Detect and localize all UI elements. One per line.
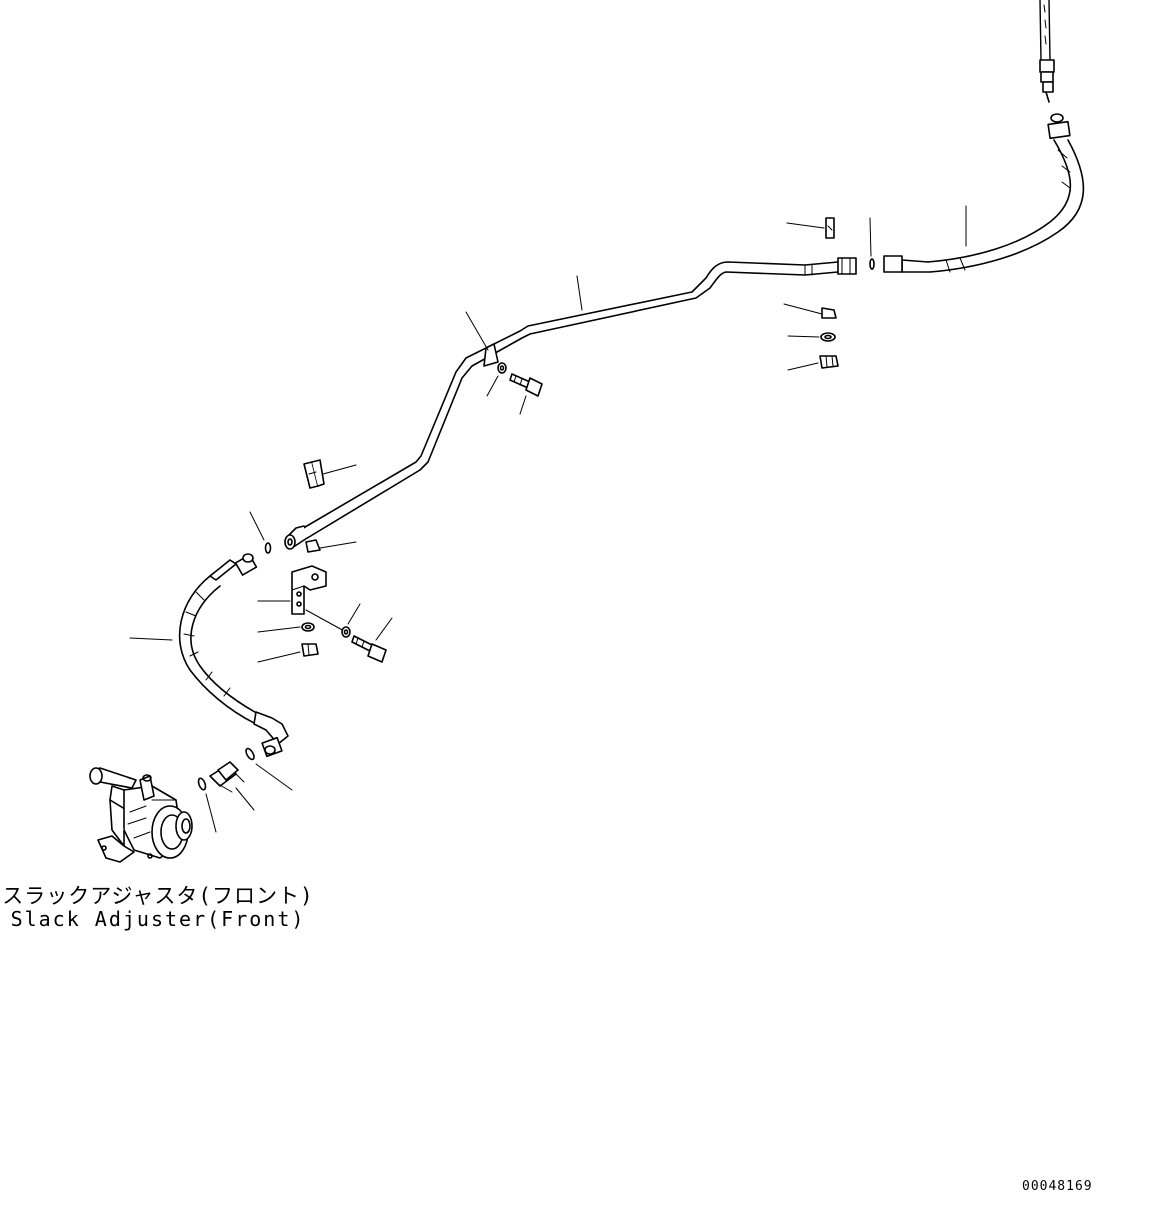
figure-number: 00048169 bbox=[1022, 1179, 1093, 1194]
rear-clamp bbox=[784, 304, 836, 318]
front-clamp bbox=[306, 540, 356, 552]
front-o-ring bbox=[250, 512, 271, 553]
front-clip bbox=[304, 460, 356, 488]
brake-tube bbox=[285, 262, 838, 549]
bracket-nut bbox=[258, 644, 318, 662]
bracket-washer bbox=[258, 623, 314, 632]
caption-japanese: スラックアジャスタ(フロント) bbox=[2, 884, 314, 908]
slack-adjuster bbox=[90, 768, 192, 862]
rear-o-ring bbox=[870, 218, 874, 269]
bracket-lock-washer bbox=[342, 604, 360, 637]
rear-tube-nut bbox=[838, 258, 856, 274]
lower-hose bbox=[130, 554, 288, 756]
elbow-o-ring bbox=[244, 747, 292, 790]
rear-washer bbox=[788, 333, 835, 341]
caption-english: Slack Adjuster(Front) bbox=[10, 907, 306, 931]
adapter-o-ring bbox=[197, 777, 216, 832]
mid-clamp bbox=[466, 312, 498, 366]
mid-bolt bbox=[510, 374, 542, 414]
adapter bbox=[210, 762, 254, 810]
rear-nut bbox=[788, 356, 838, 370]
bracket bbox=[258, 566, 346, 632]
mid-washer bbox=[487, 363, 506, 396]
rear-clip bbox=[787, 218, 834, 238]
bracket-bolt bbox=[352, 618, 392, 662]
upper-hose bbox=[884, 0, 1083, 272]
